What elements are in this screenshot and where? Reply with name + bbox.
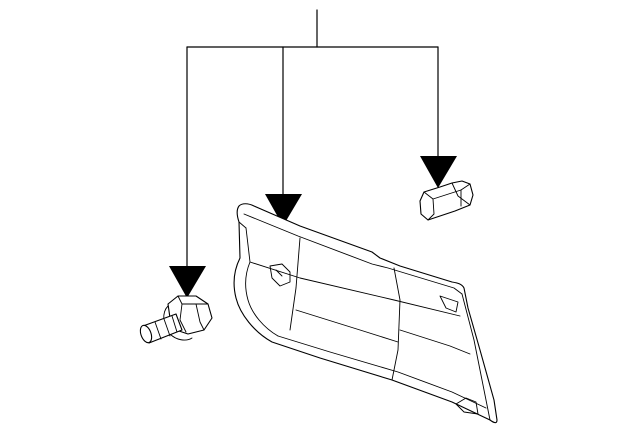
leader-lines bbox=[186, 9, 439, 269]
clip-part bbox=[419, 180, 474, 221]
arrowhead-trim-panel bbox=[265, 194, 302, 226]
arrowhead-bolt bbox=[169, 266, 206, 298]
trim-panel-part bbox=[233, 203, 498, 424]
arrowhead-clip bbox=[420, 156, 457, 188]
bolt-part bbox=[139, 295, 213, 344]
